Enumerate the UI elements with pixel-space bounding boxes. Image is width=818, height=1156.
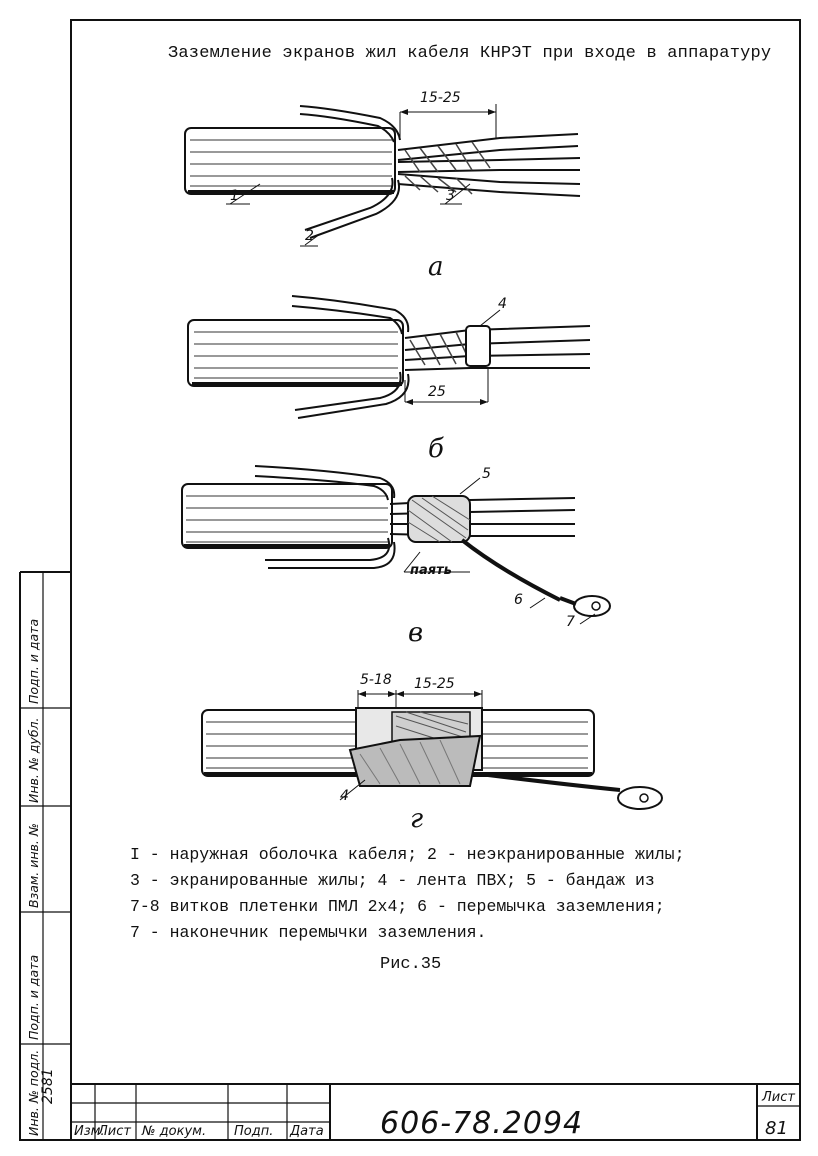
figure-g-dimension-right: 15-25 [414,676,455,692]
document-number: 606-78.2094 [380,1106,584,1141]
tb-col-sheet: Лист [98,1124,131,1139]
figure-a-drawing [184,104,581,247]
sheet-number: 81 [765,1118,788,1139]
legend-line-2: 3 - экранированные жилы; 4 - лента ПВХ; … [130,871,655,890]
tb-col-doc-no: № докум. [142,1124,207,1139]
figure-v-callout-7: 7 [566,614,575,630]
figure-v-callout-5: 5 [482,466,491,482]
figure-b-drawing [187,295,591,419]
legend-line-3: 7-8 витков плетенки ПМЛ 2х4; 6 - перемыч… [130,897,665,916]
figure-b-dimension: 25 [428,384,446,400]
figure-g-callout-4: 4 [340,788,349,804]
figure-a-dimension: 15-25 [420,90,461,106]
figure-b-label: б [428,434,444,464]
side-label-dup-inv: Инв. № дубл. [26,717,41,803]
page-title: Заземление экранов жил кабеля КНРЭТ при … [168,44,772,63]
figure-a-callout-2: 2 [305,228,314,244]
legend-line-4: 7 - наконечник перемычки заземления. [130,923,487,942]
solder-note: паять [410,563,452,578]
tb-col-change: Изм. [74,1124,105,1139]
figure-g-dimension-left: 5-18 [360,672,392,688]
figure-g-drawing [201,690,663,810]
figure-a-callout-1: 1 [230,188,239,204]
figure-v-callout-6: 6 [514,592,523,608]
figure-g-label: г [410,804,424,834]
side-label-orig-inv: Инв. № подл. [26,1049,41,1136]
tb-col-sign: Подп. [234,1124,274,1139]
side-label-sign-date-1: Подп. и дата [26,618,41,704]
figure-v-label: в [408,618,424,648]
sheet-label: Лист [762,1090,795,1105]
figure-v-drawing [181,465,611,625]
figure-b-callout-4: 4 [498,296,507,312]
side-label-sign-date-2: Подп. и дата [26,954,41,1040]
legend-line-1: I - наружная оболочка кабеля; 2 - неэкра… [130,845,685,864]
figure-a-callout-3: 3 [446,188,455,204]
inventory-stamp: 2581 [40,1068,56,1104]
legend: I - наружная оболочка кабеля; 2 - неэкра… [130,842,685,946]
figure-a-label: а [428,252,444,282]
side-label-replace-inv: Взам. инв. № [26,823,41,908]
tb-col-date: Дата [290,1124,324,1139]
figure-caption: Рис.35 [380,955,442,974]
